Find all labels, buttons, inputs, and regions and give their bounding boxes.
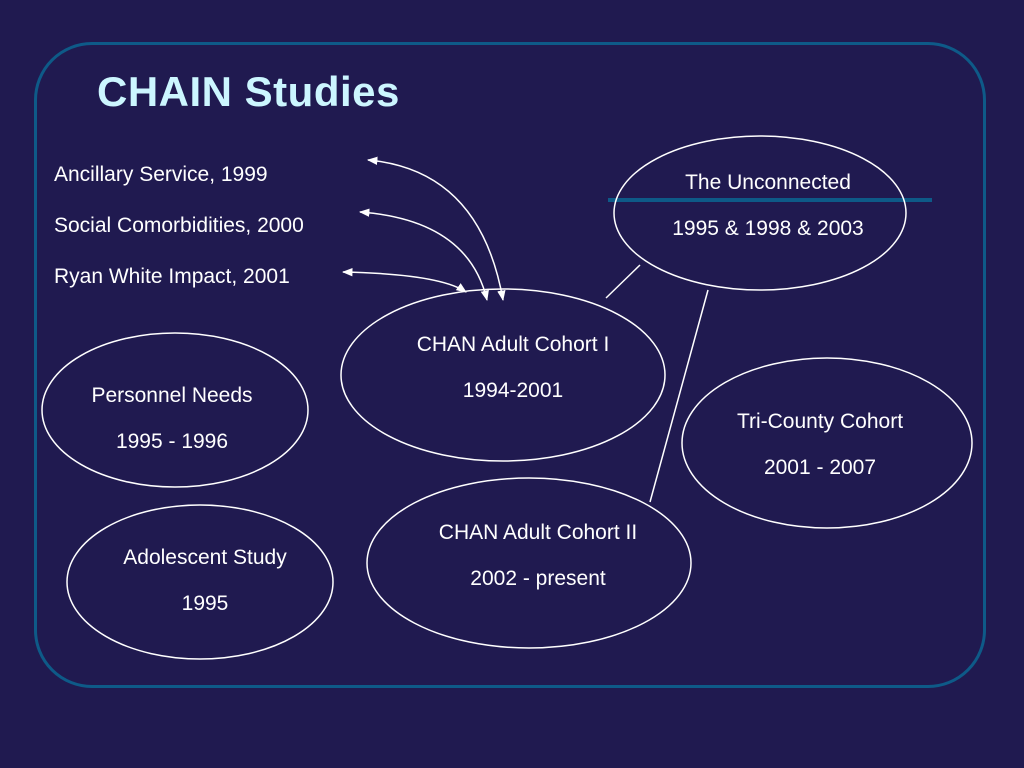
node-personnel-years: 1995 - 1996 xyxy=(115,430,229,453)
study-ancillary-service: Ancillary Service, 1999 xyxy=(54,163,268,186)
study-social-comorbidities: Social Comorbidities, 2000 xyxy=(54,214,304,237)
connector-unconnected-cohort-1 xyxy=(605,264,641,299)
node-personnel-title: Personnel Needs xyxy=(91,384,253,407)
node-tri-county-title: Tri-County Cohort xyxy=(736,410,904,433)
arrow-social-comorbidities xyxy=(358,208,489,302)
ellipse-unconnected xyxy=(613,135,907,291)
node-adolescent-title: Adolescent Study xyxy=(123,546,287,569)
slide-frame xyxy=(34,42,986,688)
node-unconnected-title: The Unconnected xyxy=(685,171,851,194)
node-cohort-2-label: CHAN Adult Cohort II 2002 - present xyxy=(388,510,688,602)
node-cohort-1-years: 1994-2001 xyxy=(462,379,564,402)
node-unconnected-label: The Unconnected 1995 & 1998 & 2003 xyxy=(615,160,921,252)
title-rule xyxy=(608,198,932,202)
node-cohort-1-title: CHAN Adult Cohort I xyxy=(416,333,610,356)
ellipse-tri-county xyxy=(681,357,973,529)
node-tri-county-years: 2001 - 2007 xyxy=(763,456,877,479)
node-cohort-2-years: 2002 - present xyxy=(470,567,606,590)
study-ryan-white-impact: Ryan White Impact, 2001 xyxy=(54,265,290,288)
connector-unconnected-cohort-2 xyxy=(649,289,709,503)
node-cohort-1-label: CHAN Adult Cohort I 1994-2001 xyxy=(363,322,663,414)
ellipse-cohort-2 xyxy=(366,477,692,649)
node-adolescent-years: 1995 xyxy=(181,592,229,615)
ellipse-adolescent xyxy=(66,504,334,660)
node-unconnected-years: 1995 & 1998 & 2003 xyxy=(672,217,864,240)
node-tri-county-label: Tri-County Cohort 2001 - 2007 xyxy=(687,399,953,491)
arrow-ancillary-service xyxy=(366,156,506,302)
node-adolescent-label: Adolescent Study 1995 xyxy=(75,535,335,627)
arrow-ryan-white-impact xyxy=(341,267,467,293)
node-cohort-2-title: CHAN Adult Cohort II xyxy=(438,521,638,544)
ellipse-personnel-needs xyxy=(41,332,309,488)
slide-title: CHAIN Studies xyxy=(97,68,400,115)
node-personnel-label: Personnel Needs 1995 - 1996 xyxy=(42,373,302,465)
